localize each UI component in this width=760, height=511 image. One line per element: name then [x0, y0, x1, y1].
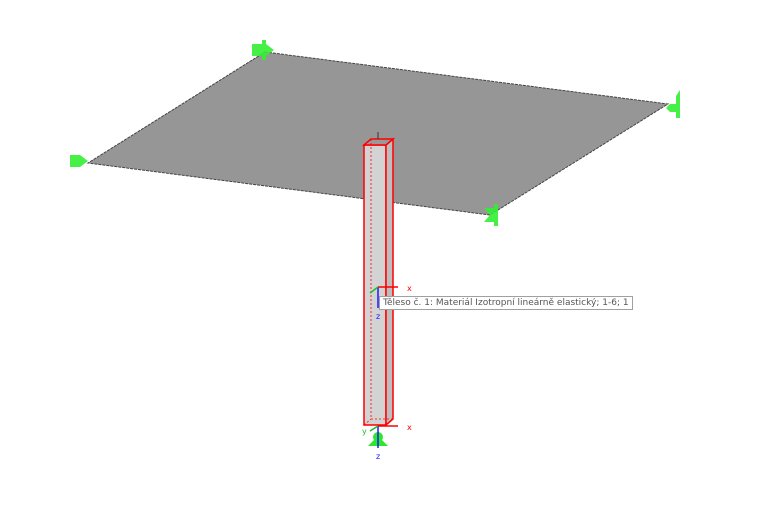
x-axis-label: x: [407, 284, 412, 293]
local-axes-icon: x z: [369, 284, 412, 321]
z-axis-label: z: [376, 312, 380, 321]
bottom-support-icon[interactable]: x y z: [362, 423, 412, 461]
column-solid[interactable]: [361, 132, 396, 427]
y-axis-label: y: [362, 427, 367, 436]
support-icon[interactable]: [70, 40, 680, 226]
x-axis-label: x: [407, 423, 412, 432]
z-axis-label: z: [376, 452, 380, 461]
object-tooltip: Těleso č. 1: Materiál Izotropní lineárně…: [379, 296, 633, 310]
